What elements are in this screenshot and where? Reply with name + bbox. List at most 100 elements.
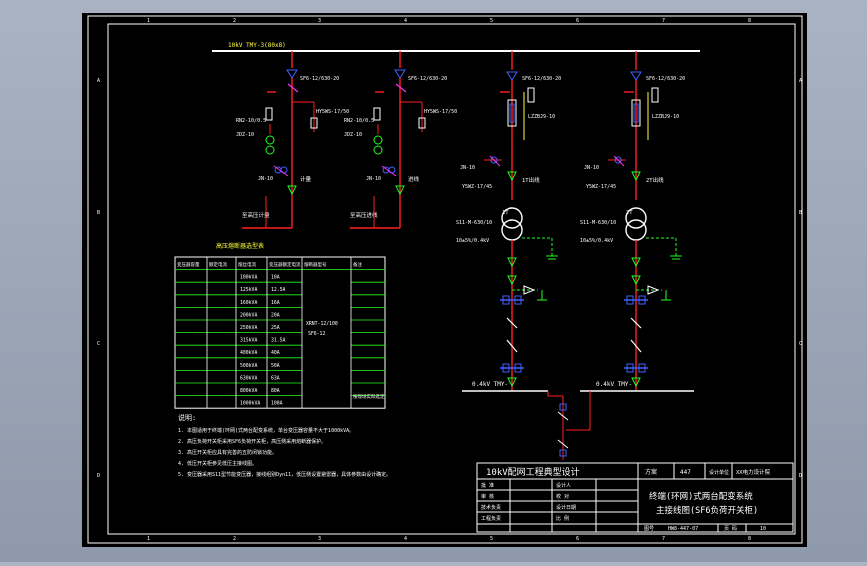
lv-ct-symbol bbox=[502, 295, 510, 305]
drawing-number-label: 图号 bbox=[644, 526, 654, 532]
lv-isolator-blade bbox=[506, 317, 518, 329]
zone-number-top: 4 bbox=[404, 18, 407, 24]
fuse-table-header: 熔断器型号 bbox=[304, 261, 327, 268]
tx-switch-label: SF6-12/630-20 bbox=[646, 76, 685, 82]
disconnect-blade bbox=[287, 83, 299, 93]
cable-head-symbol bbox=[395, 185, 405, 196]
drawing-title-line1: 终端(环网)式两台配变系统 bbox=[649, 491, 753, 502]
feeder-outgoing-label: 至高压进线 bbox=[350, 211, 378, 219]
tx-switch-label: SF6-12/630-20 bbox=[522, 76, 561, 82]
arrester-symbol bbox=[651, 87, 659, 103]
lv-isolator-blade bbox=[630, 339, 642, 353]
note-line: 4. 低压开关柜参见低压主接线图。 bbox=[178, 460, 257, 467]
fuse-table-cell: 500kVA bbox=[240, 363, 257, 369]
title-block-rows: 批 准设计人审 核校 对技术负责设计日期工程负责比 例 bbox=[481, 482, 576, 522]
hv-busbar-label: 10kV TMY-3(80x8) bbox=[228, 42, 286, 49]
feeder-pt-label: JDZ-10 bbox=[344, 132, 362, 138]
zone-number-top: 3 bbox=[318, 18, 321, 24]
fuse-element bbox=[633, 103, 639, 123]
title-block-cell: 工程负责 bbox=[481, 515, 501, 522]
lv-cable-head bbox=[507, 257, 517, 268]
zone-letter-right: A bbox=[799, 78, 802, 84]
title-block-cell: 批 准 bbox=[481, 482, 494, 489]
pt-coil bbox=[265, 135, 275, 145]
fuse-symbol bbox=[373, 107, 381, 121]
fuse-table-cell: 200kVA bbox=[240, 312, 257, 318]
fuse-table-header: 额定电流 bbox=[209, 261, 227, 268]
fuse-table-cell: 100A bbox=[271, 401, 283, 407]
feeder-ground-label: JN-10 bbox=[258, 176, 273, 182]
lv-bus-1-label: 0.4kV TMY- bbox=[472, 381, 508, 388]
title-block-cell: 比 例 bbox=[556, 515, 569, 522]
fuse-table-cell: 80A bbox=[271, 388, 280, 394]
lv-ct-symbol bbox=[638, 363, 646, 373]
fuse-table-header: 变压器额定电流 bbox=[269, 261, 301, 268]
cable-head-symbol bbox=[287, 185, 297, 196]
fuse-table-model: XRNT-12/100 bbox=[306, 321, 338, 327]
ground-switch-blade bbox=[613, 155, 625, 167]
pt-coil bbox=[265, 145, 275, 155]
fuse-table-cell: 31.5A bbox=[271, 338, 286, 344]
lv-bus-2-label: 0.4kV TMY- bbox=[596, 381, 632, 388]
tx-feed-label: 1T出线 bbox=[522, 176, 540, 184]
lv-ct-symbol bbox=[626, 363, 634, 373]
lv-ct-symbol bbox=[626, 295, 634, 305]
company-label: 设计单位 bbox=[709, 469, 729, 476]
lv-tie-circuit bbox=[547, 391, 591, 460]
feeder-fuse-label: RN2-10/0.5 bbox=[344, 118, 374, 124]
fuse-table-remark: 按现场实际选定 bbox=[353, 393, 385, 400]
company-name: XX电力设计院 bbox=[736, 468, 771, 476]
note-line: 3. 高压开关柜应具有完善的五防闭锁功能。 bbox=[178, 449, 277, 456]
fuse-table-cell: 400kVA bbox=[240, 350, 257, 356]
note-line: 5. 变压器采用S11型节能变压器，接线组别Dyn11，低压侧设置避雷器，具体参… bbox=[178, 471, 391, 478]
lv-cable-head bbox=[631, 377, 641, 388]
zone-number-top: 1 bbox=[147, 18, 150, 24]
ground-switch-blade bbox=[489, 155, 501, 167]
fuse-table-cell: 315kVA bbox=[240, 338, 257, 344]
lv-isolator-blade bbox=[630, 317, 642, 329]
fuse-table-cell: 40A bbox=[271, 350, 280, 356]
feeder-bay-1: SF6-12/630-20HY5WS-17/50RN2-10/0.5JDZ-10… bbox=[236, 51, 349, 229]
tx-arrester-label: Y5WZ-17/45 bbox=[586, 184, 616, 190]
transformer-ratio: 10±5%/0.4kV bbox=[456, 238, 489, 244]
fuse-table-cell: 250kVA bbox=[240, 325, 257, 331]
tx-feed-label: 2T出线 bbox=[646, 176, 664, 184]
zone-number-top: 5 bbox=[490, 18, 493, 24]
fuse-symbol bbox=[265, 107, 273, 121]
load-switch-symbol bbox=[286, 69, 298, 79]
transformer-name: 1T bbox=[502, 210, 509, 216]
tx-ground-label: JN-10 bbox=[584, 165, 599, 171]
zone-number-bottom: 4 bbox=[404, 536, 407, 542]
feeder-bays: SF6-12/630-20HY5WS-17/50RN2-10/0.5JDZ-10… bbox=[236, 51, 457, 229]
zone-letter-right: C bbox=[799, 341, 802, 347]
lv-ct-symbol bbox=[514, 295, 522, 305]
feeder-end-label: 计量 bbox=[300, 175, 312, 183]
fuse-table-cell: 630kVA bbox=[240, 375, 257, 381]
fuse-table-cell: 125kVA bbox=[240, 287, 257, 293]
fuse-table-header: 备注 bbox=[353, 261, 362, 268]
feeder-outgoing-label: 至高压计量 bbox=[242, 211, 270, 219]
fuse-table-cell: 16A bbox=[271, 300, 280, 306]
fuse-table-cell: 50A bbox=[271, 363, 280, 369]
fuse-table-cell: 63A bbox=[271, 375, 280, 381]
fuse-table-title: 高压熔断器选型表 bbox=[216, 242, 264, 250]
fuse-table-cell: 160kVA bbox=[240, 300, 257, 306]
zone-number-top: 2 bbox=[233, 18, 236, 24]
lv-ct-symbol bbox=[514, 363, 522, 373]
inner-frame bbox=[107, 23, 796, 535]
tx-ct-label: LZZBJ9-10 bbox=[652, 114, 679, 120]
zone-number-bottom: 8 bbox=[748, 536, 751, 542]
lv-cable-head bbox=[507, 275, 517, 286]
fuse-table-cell: 100kVA bbox=[240, 275, 257, 281]
fuse-table-cell: 1000kVA bbox=[240, 401, 260, 407]
tx-ground-label: JN-10 bbox=[460, 165, 475, 171]
transformer-bay-1: SF6-12/630-20LZZBJ9-10JN-101T出线Y5WZ-17/4… bbox=[456, 51, 561, 391]
stage-value: 447 bbox=[680, 469, 691, 476]
zone-letter-right: D bbox=[799, 473, 802, 479]
cable-head-symbol bbox=[507, 171, 517, 182]
zone-number-bottom: 1 bbox=[147, 536, 150, 542]
lv-ct-symbol bbox=[638, 295, 646, 305]
